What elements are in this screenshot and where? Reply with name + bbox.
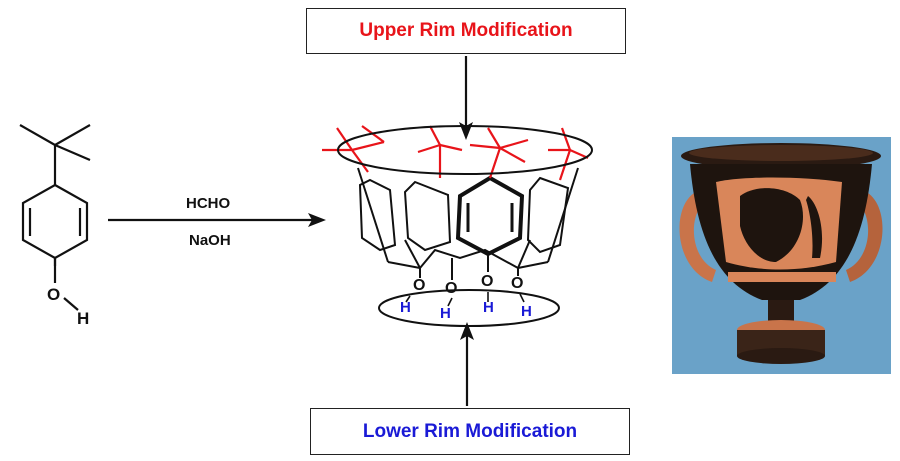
- calix-oxygen-3: O: [481, 273, 493, 290]
- greek-krater-vase-image: [672, 137, 891, 374]
- upper-rim-arrow: [459, 56, 473, 140]
- calixarene-structure: [357, 167, 579, 280]
- phenol-oxygen-label: O: [47, 285, 60, 304]
- calix-hydrogen-4: H: [521, 303, 532, 320]
- calix-hydrogen-1: H: [400, 299, 411, 316]
- lower-rim-label-box: Lower Rim Modification: [310, 408, 630, 455]
- lower-rim-arrow: [460, 322, 474, 406]
- calix-hydrogen-3: H: [483, 299, 494, 316]
- reagent-naoh: NaOH: [189, 232, 231, 249]
- calix-oxygen-1: O: [413, 277, 425, 294]
- upper-rim-ellipse: [337, 125, 593, 175]
- lower-rim-ellipse: [378, 289, 560, 327]
- calix-hydrogen-2: H: [440, 305, 451, 322]
- upper-rim-substituents: [322, 125, 589, 181]
- upper-rim-label-box: Upper Rim Modification: [306, 8, 626, 54]
- calix-oxygen-2: O: [445, 280, 457, 297]
- tert-butylphenol-molecule: [19, 124, 91, 311]
- reagent-hcho: HCHO: [186, 195, 231, 212]
- reaction-arrow: [108, 213, 326, 227]
- phenol-hydrogen-label: H: [77, 309, 89, 328]
- calix-oxygen-4: O: [511, 275, 523, 292]
